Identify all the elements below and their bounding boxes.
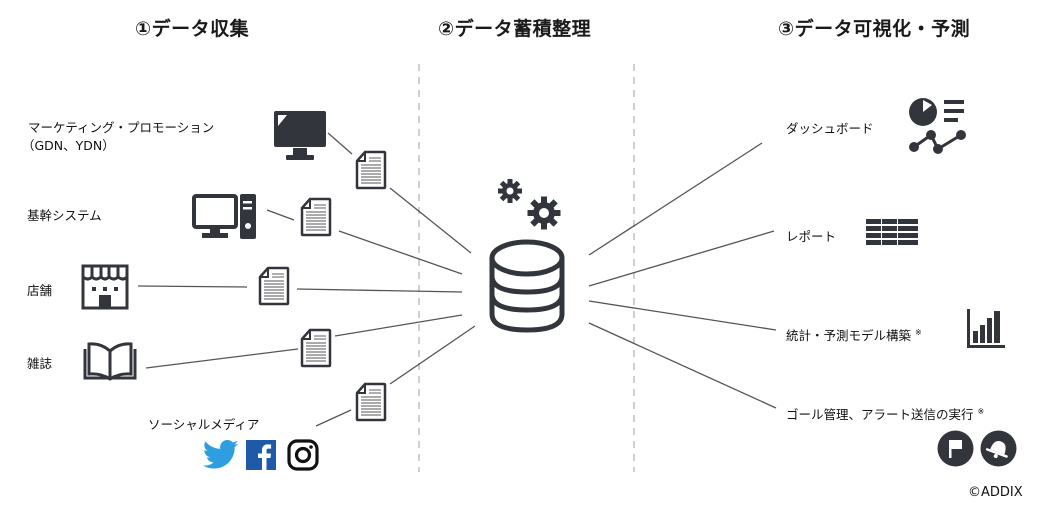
output-label-stats-text: 統計・予測モデル構築 xyxy=(786,328,912,343)
source-label-magazine: 雑誌 xyxy=(27,356,53,371)
table-icon xyxy=(866,219,918,245)
line-doc2-db xyxy=(338,230,463,275)
line-marketing-doc xyxy=(327,132,353,155)
line-magazine-doc xyxy=(145,348,299,369)
copyright: ©ADDIX xyxy=(968,485,1023,500)
section-title-visualization: ③データ可視化・予測 xyxy=(778,18,971,40)
source-sublabel-marketing: （GDN、YDN） xyxy=(22,138,115,153)
source-label-store: 店舗 xyxy=(27,283,53,298)
output-label-dashboard: ダッシュボード xyxy=(786,118,874,137)
output-label-goal: ゴール管理、アラート送信の実行 ※ xyxy=(786,404,984,423)
output-label-stats: 統計・予測モデル構築 ※ xyxy=(786,325,922,344)
source-label-marketing: マーケティング・プロモーション xyxy=(28,120,215,135)
desktop-computer-icon xyxy=(192,194,256,239)
output-label-report: レポート xyxy=(786,226,836,245)
line-social-doc xyxy=(315,409,352,427)
document-icon xyxy=(355,382,387,422)
line-doc1-db xyxy=(389,187,472,254)
document-icon xyxy=(300,197,332,237)
line-db-dashboard xyxy=(588,142,763,256)
gears-icon xyxy=(498,179,561,230)
database-icon xyxy=(489,239,565,333)
output-label-report-text: レポート xyxy=(786,229,837,244)
flag-icon xyxy=(937,430,974,467)
section-title-storage: ②データ蓄積整理 xyxy=(438,18,592,40)
monitor-icon xyxy=(274,111,326,160)
dashboard-icon xyxy=(909,98,966,154)
bell-icon xyxy=(980,430,1017,467)
section-title-collection: ①データ収集 xyxy=(135,18,250,40)
line-store-doc xyxy=(137,285,248,288)
output-label-dashboard-text: ダッシュボード xyxy=(786,121,874,136)
note-mark: ※ xyxy=(977,406,985,416)
line-db-stats xyxy=(588,300,777,331)
facebook-icon xyxy=(246,440,276,470)
line-db-report xyxy=(588,230,775,287)
line-db-goal xyxy=(588,322,777,409)
output-label-goal-text: ゴール管理、アラート送信の実行 xyxy=(786,407,974,422)
source-label-kikan: 基幹システム xyxy=(27,208,102,223)
source-label-social: ソーシャルメディア xyxy=(148,417,260,432)
document-icon xyxy=(258,266,290,306)
line-doc3-db xyxy=(296,288,463,293)
line-doc5-db xyxy=(389,325,476,385)
store-icon xyxy=(81,264,129,310)
twitter-icon xyxy=(203,440,239,469)
bar-chart-icon xyxy=(967,309,1005,348)
note-mark: ※ xyxy=(915,327,922,337)
line-doc4-db xyxy=(334,314,463,337)
instagram-icon xyxy=(287,439,319,471)
document-icon xyxy=(300,328,332,368)
open-book-icon xyxy=(83,342,137,381)
document-icon xyxy=(355,150,387,190)
line-kikan-doc xyxy=(266,209,295,221)
